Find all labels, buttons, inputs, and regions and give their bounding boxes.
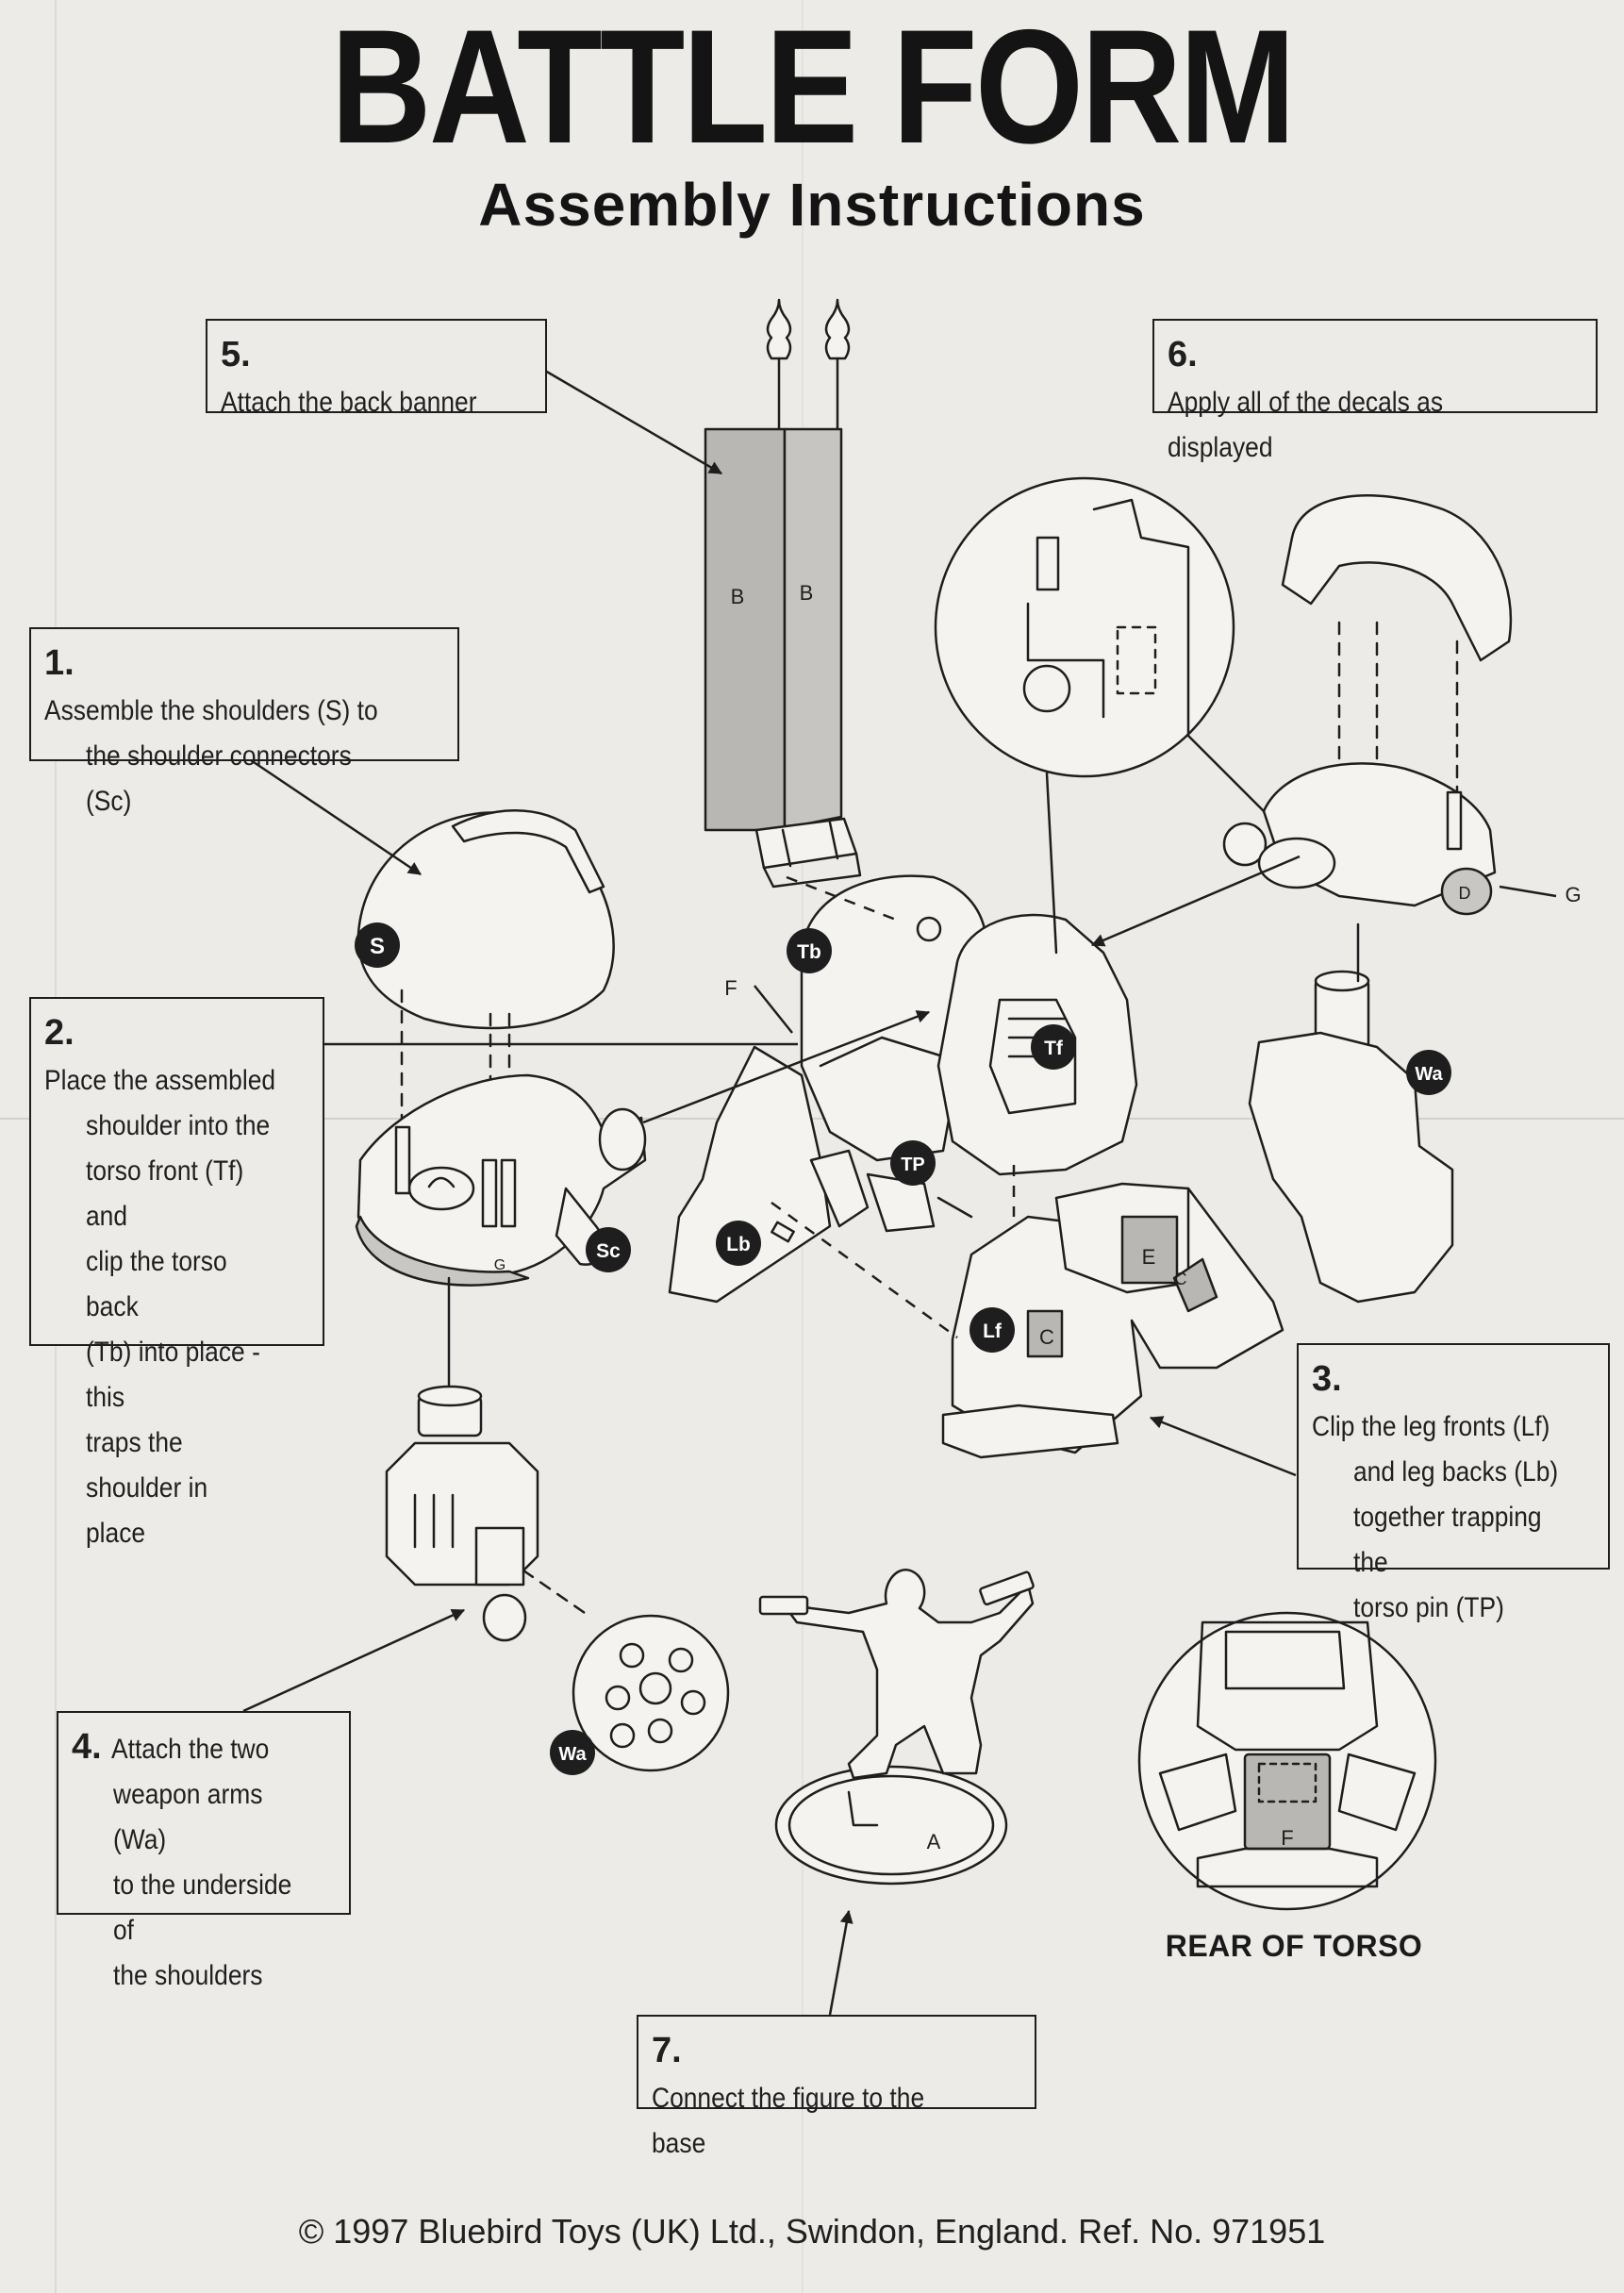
step-1-number: 1. — [44, 643, 75, 683]
step-2-line-6: traps the shoulder in — [86, 1427, 208, 1504]
figure-and-base — [758, 1569, 1035, 1886]
step-5-box: 5. Attach the back banner — [206, 319, 547, 418]
step-1-line-2: the shoulder connectors (Sc) — [86, 740, 352, 817]
rear-of-torso-label: REAR OF TORSO — [1165, 1929, 1423, 1963]
weapon-arm-left — [385, 1385, 730, 1772]
decal-shoulder-g: G — [1565, 883, 1581, 906]
step-2-line-7: place — [86, 1518, 146, 1549]
leg-front-part — [941, 1182, 1284, 1459]
back-banner — [704, 298, 862, 889]
badge-leg-front: Lf — [983, 1321, 1003, 1342]
badge-shoulder: S — [370, 934, 385, 959]
step-2-number: 2. — [44, 1013, 75, 1053]
step-2-line-2: shoulder into the — [86, 1110, 271, 1141]
step-4-line-2: weapon arms (Wa) — [113, 1779, 263, 1855]
weapon-arm-right — [1248, 922, 1454, 1304]
decal-base: A — [927, 1830, 941, 1853]
badge-torso-front: Tf — [1044, 1038, 1064, 1059]
badge-weapon-arm-left: Wa — [558, 1744, 587, 1765]
decal-leg-upper: E — [1142, 1245, 1156, 1269]
step-2-line-3: torso front (Tf) and — [86, 1155, 244, 1232]
badge-torso-back: Tb — [797, 941, 821, 963]
step-6-box: 6. Apply all of the decals as displayed — [1152, 319, 1598, 463]
step-2-box: 2.Place the assembled shoulder into the … — [29, 997, 324, 1549]
step-7-number: 7. — [652, 2031, 682, 2070]
step-4-number: 4. — [72, 1727, 102, 1767]
decal-rear: F — [1281, 1826, 1293, 1850]
step-2-line-1: Place the assembled — [44, 1065, 276, 1096]
step-4-line-1: Attach the two — [110, 1734, 269, 1765]
step-3-box: 3. Clip the leg fronts (Lf) and leg backs… — [1297, 1343, 1610, 1623]
step-6-number: 6. — [1168, 335, 1198, 374]
step-4-line-3: to the underside of — [113, 1869, 292, 1946]
badge-shoulder-connector: Sc — [596, 1240, 621, 1262]
step-3-line-3: together trapping the — [1353, 1502, 1542, 1578]
step-4-box: 4. Attach the two weapon arms (Wa) to the… — [57, 1711, 351, 1991]
decal-shoulder — [1222, 494, 1513, 916]
leader-arrows — [242, 369, 1557, 2016]
badge-torso-pin: TP — [901, 1155, 925, 1175]
step-7-text: Connect the figure to the base — [652, 2083, 925, 2159]
badge-leg-back: Lb — [726, 1234, 751, 1255]
step-2-line-5: (Tb) into place - this — [86, 1337, 260, 1413]
decal-connector-g: G — [494, 1257, 505, 1273]
step-1-line-1: Assemble the shoulders (S) to — [44, 695, 378, 726]
decal-leg-lower: C — [1039, 1325, 1054, 1349]
page-title: BATTLE FORM — [330, 0, 1296, 177]
decal-leg-side: C — [1175, 1270, 1187, 1288]
step-5-text: Attach the back banner — [221, 387, 477, 418]
step-4-line-4: the shoulders — [113, 1960, 263, 1991]
step-3-line-2: and leg backs (Lb) — [1353, 1456, 1559, 1487]
step-3-number: 3. — [1312, 1359, 1342, 1399]
step-3-line-1: Clip the leg fronts (Lf) — [1312, 1411, 1550, 1442]
step-2-line-4: clip the torso back — [86, 1246, 227, 1322]
part-badges: S Sc Tb Tf TP Lb Lf Wa Wa — [355, 922, 1451, 1775]
rear-of-torso-detail — [1137, 1611, 1437, 1911]
decal-shoulder-disc: D — [1459, 884, 1471, 903]
detail-magnifier — [934, 476, 1266, 955]
step-5-number: 5. — [221, 335, 251, 374]
page-subtitle: Assembly Instructions — [478, 171, 1146, 239]
step-3-line-4: torso pin (TP) — [1353, 1592, 1504, 1623]
step-1-box: 1. Assemble the shoulders (S) to the shou… — [29, 627, 459, 817]
decal-letters: B B A E C C F D G F G — [494, 581, 1582, 1853]
step-7-box: 7. Connect the figure to the base — [637, 2015, 1036, 2159]
copyright-footer: © 1997 Bluebird Toys (UK) Ltd., Swindon,… — [298, 2212, 1326, 2251]
decal-banner-2: B — [800, 581, 814, 605]
decal-banner-1: B — [731, 585, 745, 608]
leg-back-part — [668, 1045, 870, 1304]
decal-flag-f: F — [724, 976, 737, 1000]
shoulder-connector-part — [355, 1073, 647, 1393]
step-6-text: Apply all of the decals as displayed — [1168, 387, 1444, 463]
badge-weapon-arm-right: Wa — [1415, 1064, 1443, 1085]
